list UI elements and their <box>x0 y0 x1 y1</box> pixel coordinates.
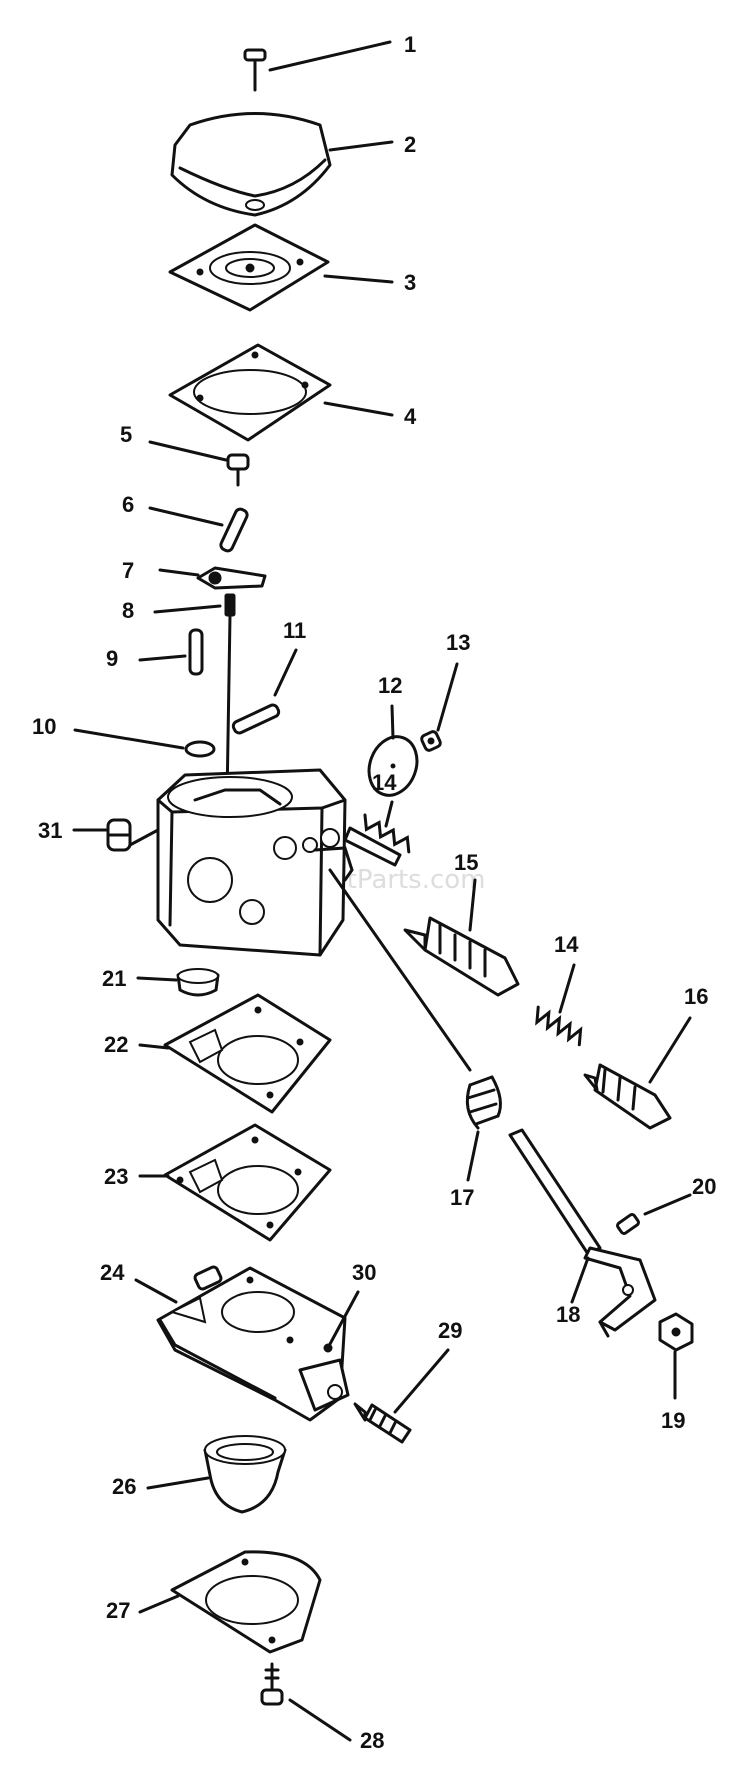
callout-4: 4 <box>404 404 417 429</box>
part-3-pump-diaphragm <box>168 223 330 312</box>
callout-11: 11 <box>283 618 306 643</box>
leader-9 <box>138 654 187 662</box>
callout-13: 13 <box>446 630 470 655</box>
leader-14b <box>558 963 576 1014</box>
part-4-pump-gasket <box>168 343 332 442</box>
leader-11 <box>273 648 298 697</box>
part-31-plug <box>106 818 132 852</box>
leader-20 <box>643 1193 692 1216</box>
leader-21 <box>136 976 178 982</box>
part-18-throttle-shaft <box>508 1128 657 1338</box>
callout-19: 19 <box>661 1408 685 1433</box>
callout-24: 24 <box>100 1260 125 1285</box>
part-5-pin-screw <box>226 453 250 487</box>
leader-1 <box>268 40 392 72</box>
leader-8 <box>153 604 222 614</box>
callout-20: 20 <box>692 1174 716 1199</box>
callout-27: 27 <box>106 1598 130 1623</box>
part-13-screw <box>420 730 442 752</box>
guide-line <box>328 868 472 1072</box>
part-28-screw <box>260 1662 284 1706</box>
callout-7: 7 <box>122 558 134 583</box>
leader-27 <box>138 1594 180 1614</box>
leader-24 <box>134 1278 178 1304</box>
leader-22 <box>138 1043 170 1050</box>
callout-5: 5 <box>120 422 132 447</box>
part-30-fitting <box>323 1343 333 1353</box>
leader-14a <box>384 800 394 828</box>
callout-18: 18 <box>556 1302 580 1327</box>
callout-30: 30 <box>352 1260 376 1285</box>
part-16-mixture-screw <box>583 1063 672 1130</box>
leader-12 <box>390 704 395 740</box>
callout-26: 26 <box>112 1474 136 1499</box>
leader-15 <box>468 878 477 932</box>
part-10-ring <box>184 740 216 758</box>
callout-1: 1 <box>404 32 416 57</box>
part-11-pin <box>231 703 281 735</box>
leader-2 <box>328 140 394 152</box>
part-27-primer-retainer <box>170 1550 322 1654</box>
leader-7 <box>158 568 200 577</box>
part-12-welch-plug <box>367 735 419 797</box>
leader-30 <box>328 1290 360 1346</box>
part-6-pin <box>219 507 249 553</box>
part-24-metering-cover <box>156 1265 350 1422</box>
leader-29 <box>393 1348 450 1414</box>
leader-26 <box>146 1476 210 1490</box>
callout-31: 31 <box>38 818 62 843</box>
leader-28 <box>288 1698 352 1742</box>
callout-17: 17 <box>450 1185 474 1210</box>
callout-10: 10 <box>32 714 56 739</box>
callout-16: 16 <box>684 984 708 1009</box>
part-17-spring <box>465 1075 502 1130</box>
callout-21: 21 <box>102 966 126 991</box>
leader-10 <box>73 728 185 750</box>
part-29-screw <box>353 1402 412 1444</box>
part-1-screw <box>243 48 267 92</box>
part-15-idle-screw <box>403 916 520 997</box>
needle-rod <box>225 614 232 802</box>
leader-13 <box>436 662 459 732</box>
leader-16 <box>648 1016 692 1084</box>
part-19-nut <box>658 1312 694 1352</box>
part-8-spring <box>224 593 236 617</box>
callout-14a: 14 <box>372 770 397 795</box>
callout-14b: 14 <box>554 932 579 957</box>
callout-28: 28 <box>360 1728 384 1753</box>
callout-15: 15 <box>454 850 478 875</box>
part-7-control-lever <box>196 566 267 590</box>
part-26-primer-bulb <box>203 1435 287 1514</box>
leader-18 <box>570 1256 590 1304</box>
callout-29: 29 <box>438 1318 462 1343</box>
leader-4 <box>323 401 394 417</box>
part-2-pump-cover <box>170 112 332 217</box>
part-21-cap <box>176 968 220 997</box>
callout-22: 22 <box>104 1032 128 1057</box>
part-23-metering-gasket <box>163 1123 332 1242</box>
carburetor-body <box>128 768 354 957</box>
leader-17 <box>466 1130 480 1182</box>
callout-23: 23 <box>104 1164 128 1189</box>
leader-3 <box>323 274 394 284</box>
leader-6 <box>148 506 224 527</box>
callout-6: 6 <box>122 492 134 517</box>
part-14-spring-b <box>535 1005 583 1047</box>
part-22-metering-diaphragm <box>163 993 332 1114</box>
part-9-inlet-needle <box>188 628 204 676</box>
part-20-screw <box>616 1213 640 1235</box>
part-14-spring-a <box>343 813 411 867</box>
callout-8: 8 <box>122 598 134 623</box>
callout-2: 2 <box>404 132 416 157</box>
callout-3: 3 <box>404 270 416 295</box>
callout-9: 9 <box>106 646 118 671</box>
leader-5 <box>148 440 228 462</box>
callout-12: 12 <box>378 673 402 698</box>
